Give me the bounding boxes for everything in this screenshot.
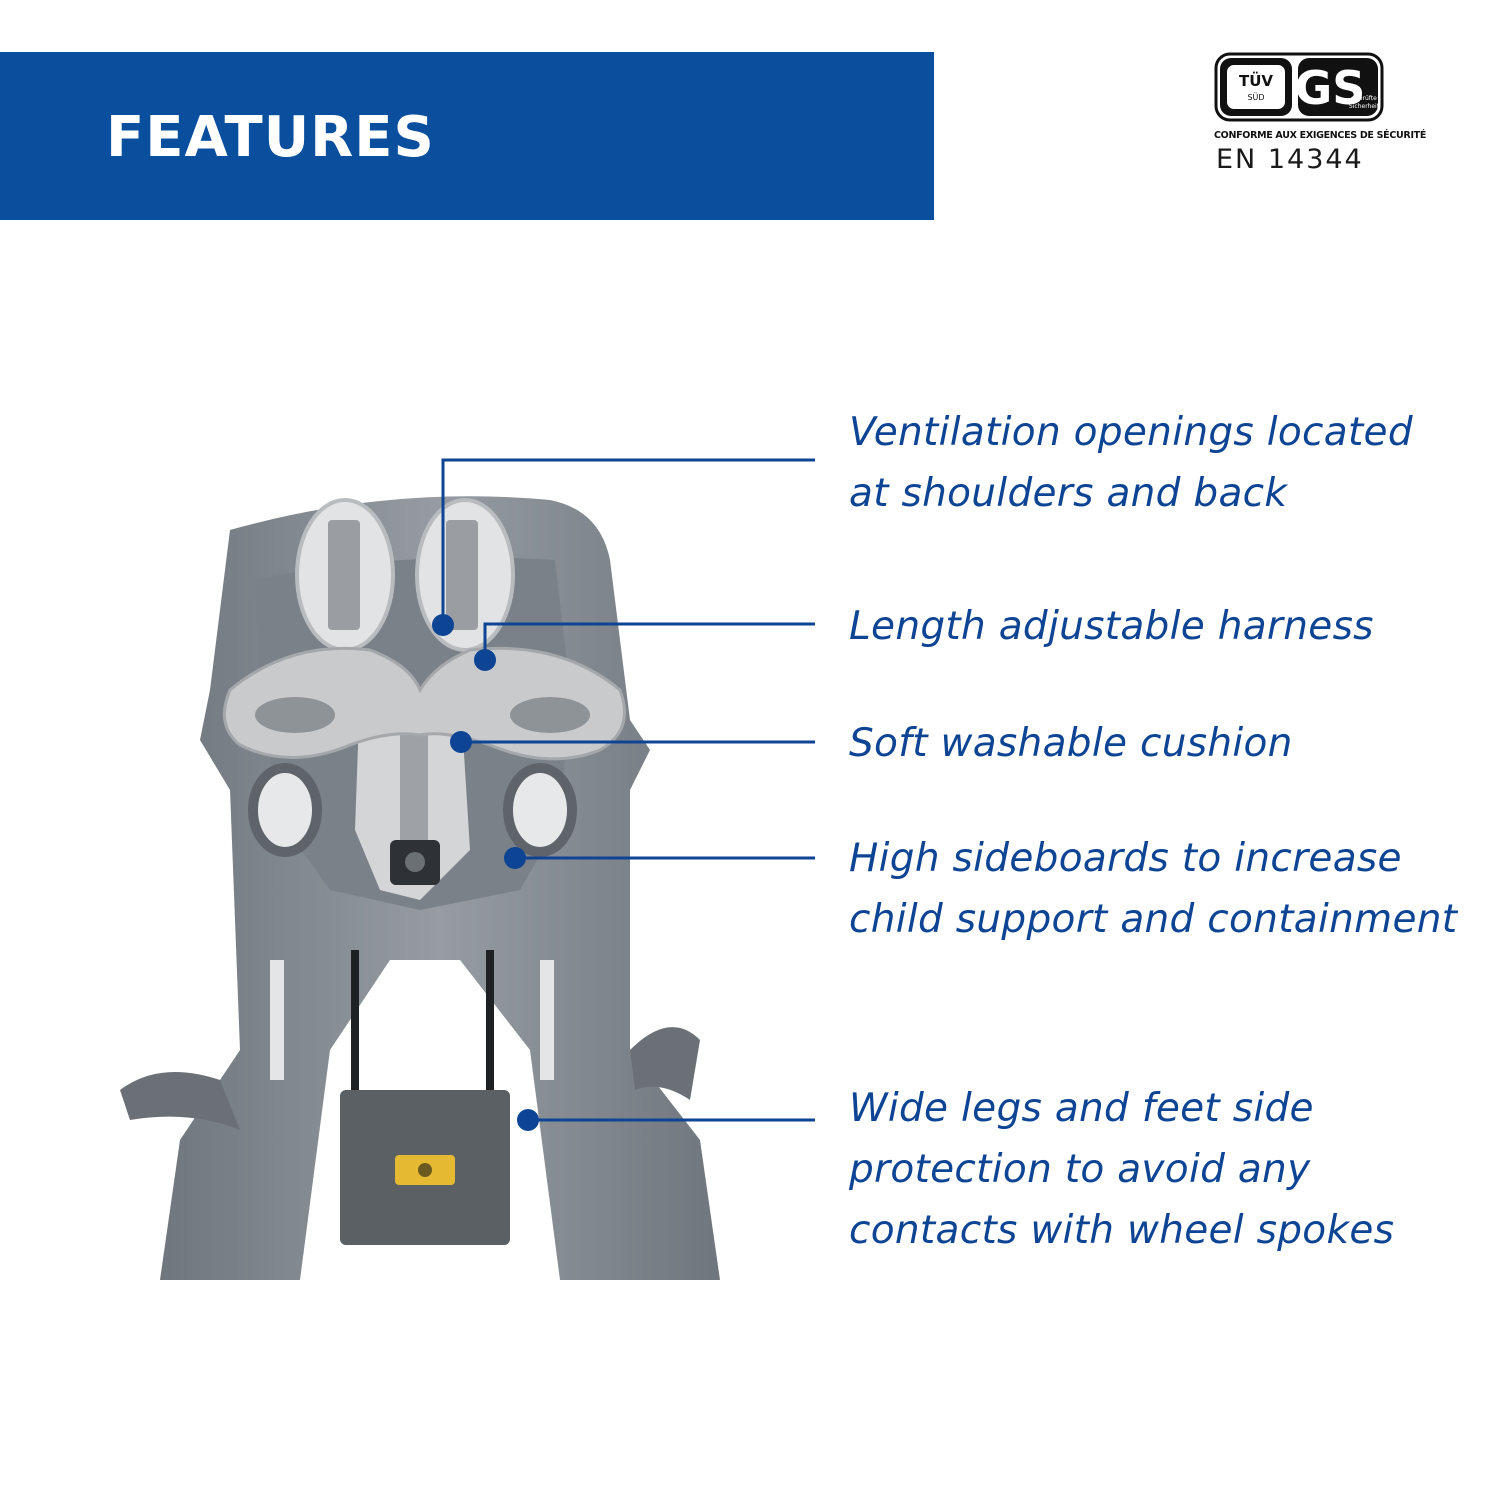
- feature-sideboards-line-2: child support and containment: [849, 897, 1458, 942]
- child-bike-seat-illustration: [120, 496, 720, 1280]
- feature-cushion-line-1: Soft washable cushion: [849, 721, 1293, 766]
- feature-harness-line-1: Length adjustable harness: [849, 604, 1374, 649]
- gs-mark-text: GS: [1295, 61, 1366, 115]
- front-bar: [222, 646, 626, 761]
- gs-sub-text-2: Sicherheit: [1349, 103, 1380, 110]
- tuv-sub-text: SÜD: [1247, 92, 1264, 102]
- right-side-opening: [503, 763, 577, 857]
- header-banner: [0, 52, 934, 220]
- feature-legs: Wide legs and feet side protection to av…: [849, 1078, 1394, 1261]
- feature-ventilation-line-2: at shoulders and back: [849, 471, 1288, 516]
- certification-caption: CONFORME AUX EXIGENCES DE SÉCURITÉ: [1214, 130, 1427, 141]
- feature-sideboards: High sideboards to increase child suppor…: [849, 828, 1457, 950]
- feature-legs-line-1: Wide legs and feet side: [849, 1086, 1314, 1131]
- feature-sideboards-line-1: High sideboards to increase: [849, 836, 1402, 881]
- tuv-mark-text: TÜV: [1239, 71, 1273, 90]
- feature-cushion: Soft washable cushion: [849, 713, 1293, 774]
- feature-ventilation-line-1: Ventilation openings located: [849, 410, 1413, 455]
- tuv-gs-certification-icon: TÜV SÜD GS geprüfte Sicherheit: [1214, 52, 1384, 122]
- feature-legs-line-3: contacts with wheel spokes: [849, 1208, 1395, 1253]
- right-foot-strap: [630, 1027, 700, 1100]
- feature-ventilation: Ventilation openings located at shoulder…: [849, 402, 1413, 524]
- page-title: FEATURES: [106, 105, 435, 170]
- gs-sub-text-1: geprüfte: [1351, 95, 1377, 102]
- left-foot-strap: [120, 1072, 240, 1130]
- feature-legs-line-2: protection to avoid any: [849, 1147, 1311, 1192]
- certification-standard: EN 14344: [1216, 144, 1364, 175]
- left-side-opening: [248, 763, 322, 857]
- feature-harness: Length adjustable harness: [849, 596, 1374, 657]
